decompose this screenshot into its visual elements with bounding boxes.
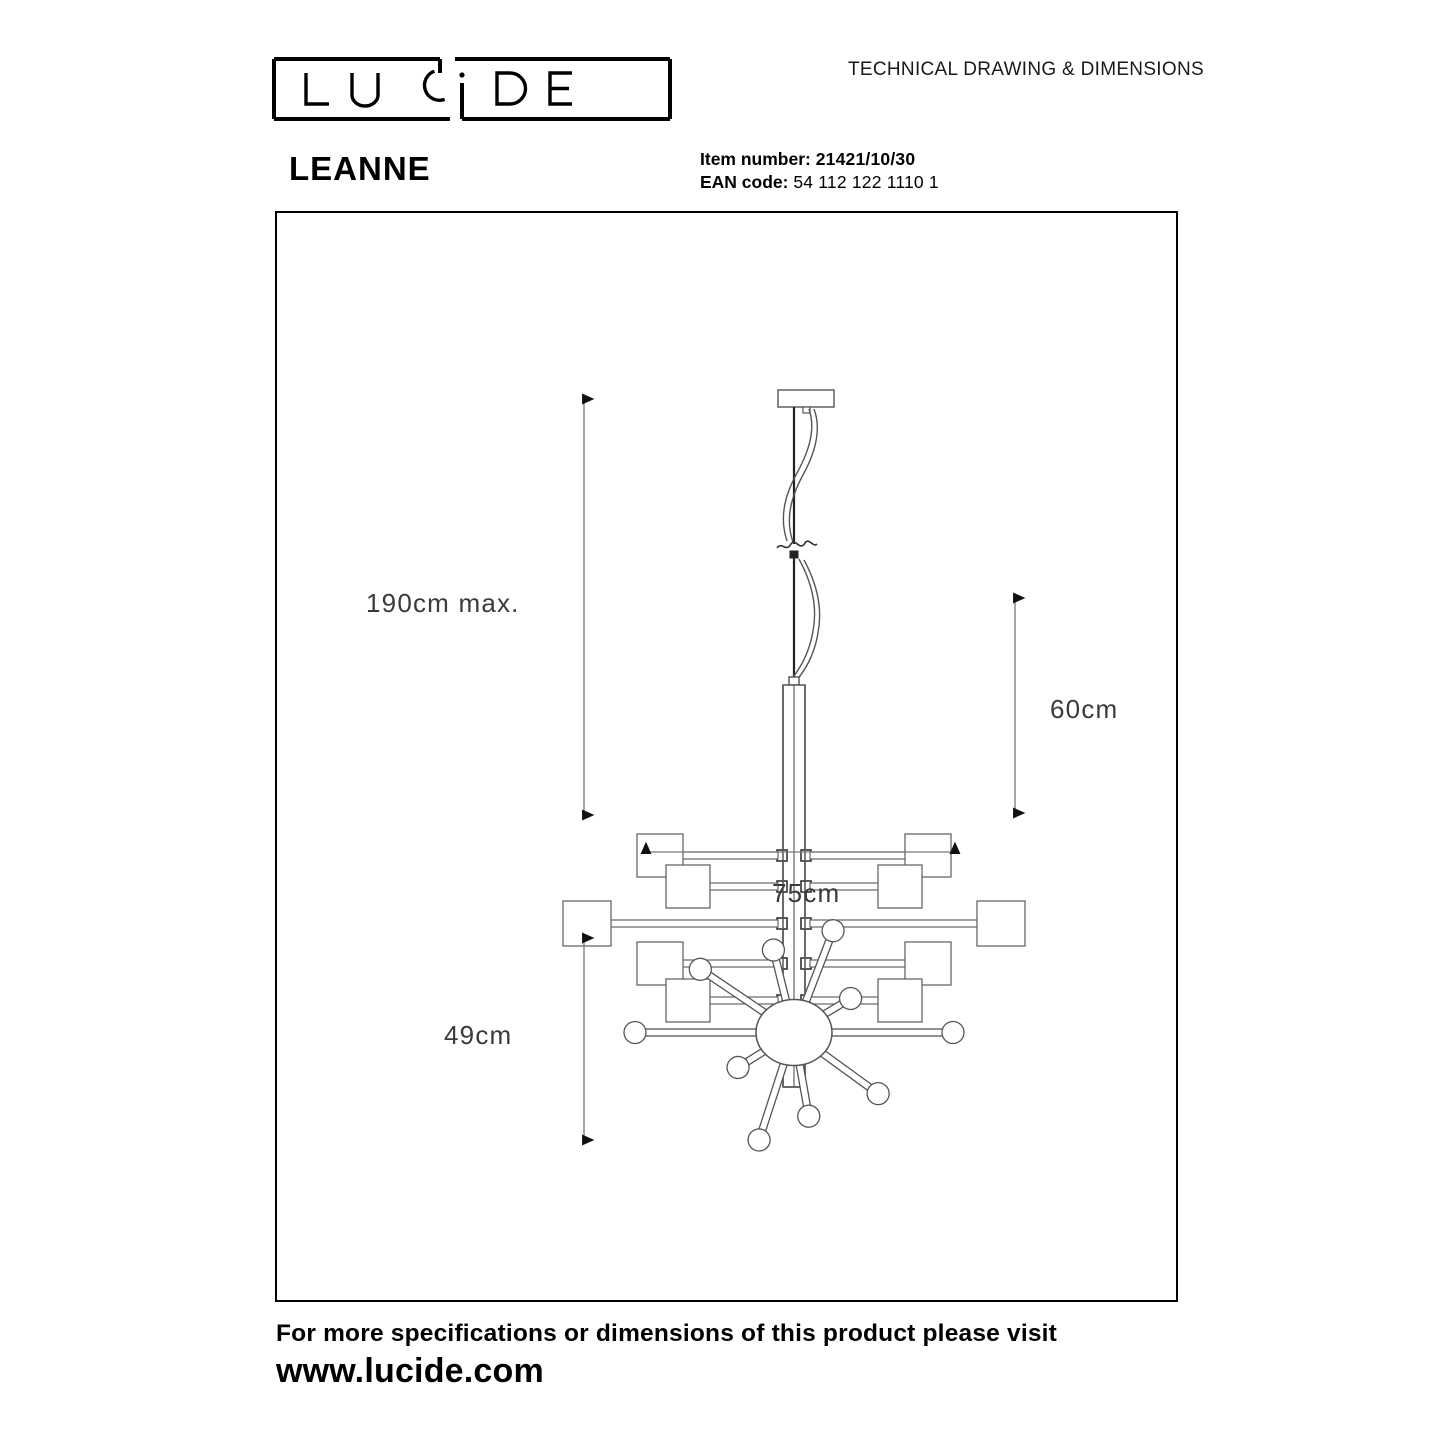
suspension-cable-upper-a bbox=[782, 408, 813, 542]
lamp-shade-l5-left bbox=[665, 978, 711, 1023]
top-lamp-ll-long bbox=[747, 1128, 771, 1152]
lamp-level-2 bbox=[665, 864, 923, 909]
lamp-shade-l4-right bbox=[904, 941, 952, 986]
dimension-lines-front bbox=[582, 393, 1026, 854]
lamp-shade-l3-right bbox=[976, 900, 1026, 947]
lucide-logo bbox=[272, 56, 672, 122]
lamp-level-3 bbox=[562, 900, 1026, 947]
item-number-label: Item number: bbox=[700, 149, 811, 169]
lamp-shade-l2-right bbox=[877, 864, 923, 909]
arm-tube-l1-left bbox=[681, 851, 779, 860]
lamp-shade-l4-left bbox=[636, 941, 684, 986]
top-view-group bbox=[623, 919, 965, 1152]
front-view-group bbox=[562, 389, 1026, 1088]
top-lamp-ll-short bbox=[726, 1055, 750, 1080]
top-lamp-ur-short bbox=[838, 986, 863, 1011]
cable-joint-upper bbox=[789, 550, 799, 559]
arm-tube-l2-left bbox=[708, 882, 779, 891]
lamp-shade-l2-left bbox=[665, 864, 711, 909]
suspension-cable-lower-a bbox=[791, 558, 816, 680]
break-symbol bbox=[776, 540, 818, 549]
top-lamp-ul-long bbox=[688, 957, 712, 981]
lamp-level-4 bbox=[636, 941, 952, 986]
rod-body-joint bbox=[788, 676, 800, 686]
lamp-shade-l5-right bbox=[877, 978, 923, 1023]
arm-tube-l1-right bbox=[809, 851, 907, 860]
suspension-cable-upper-b bbox=[788, 408, 819, 543]
technical-drawing-canvas bbox=[562, 389, 1026, 1152]
page-kicker: TECHNICAL DRAWING & DIMENSIONS bbox=[848, 59, 1204, 80]
drawing-frame bbox=[275, 211, 1178, 1302]
item-number-value: 21421/10/30 bbox=[815, 149, 916, 169]
top-lamp-lm-short bbox=[797, 1104, 821, 1128]
dimension-label-fixture-height: 60cm bbox=[1050, 694, 1119, 724]
arm-tube-l3-left bbox=[609, 919, 779, 928]
ceiling-plate bbox=[777, 389, 835, 408]
dimension-label-depth: 49cm bbox=[444, 1020, 513, 1050]
item-number-row: Item number: 21421/10/30 bbox=[700, 148, 939, 171]
top-lamp-ur-long bbox=[821, 919, 845, 943]
top-lamp-right bbox=[941, 1020, 965, 1045]
footer-text: For more specifications or dimensions of… bbox=[276, 1320, 1058, 1347]
top-lamp-left bbox=[623, 1020, 647, 1045]
lamp-shade-l3-left bbox=[562, 900, 612, 947]
ean-value: 54 112 122 1110 1 bbox=[793, 172, 939, 192]
ean-row: EAN code: 54 112 122 1110 1 bbox=[700, 172, 939, 192]
top-lamp-lr bbox=[866, 1081, 890, 1106]
top-lamp-ul-short bbox=[761, 938, 786, 962]
dimension-label-width: 75cm bbox=[772, 878, 841, 908]
product-meta: Item number: 21421/10/30 EAN code: 54 11… bbox=[700, 148, 939, 194]
page-title: LEANNE bbox=[289, 150, 431, 187]
ean-label: EAN code bbox=[700, 172, 783, 192]
dimension-label-height: 190cm max. bbox=[366, 588, 520, 618]
suspension-cable-lower-b bbox=[796, 559, 821, 681]
top-view-hub bbox=[755, 998, 833, 1067]
footer-website[interactable]: www.lucide.com bbox=[276, 1352, 544, 1390]
